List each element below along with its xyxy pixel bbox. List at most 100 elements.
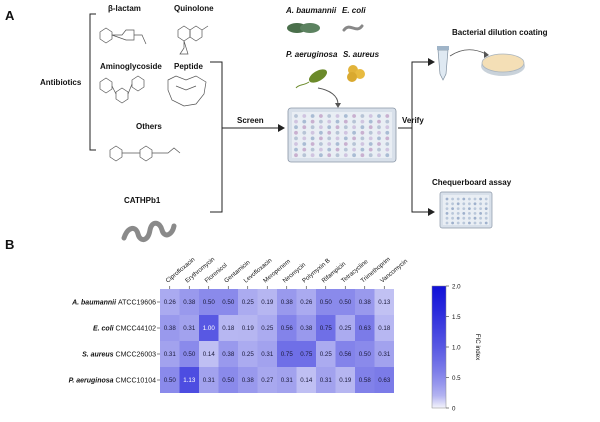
heatmap-cell-value: 0.25 (242, 299, 255, 306)
row-label: A. baumannii ATCC19606 (71, 300, 156, 307)
heatmap-cell-value: 0.38 (242, 377, 255, 384)
plate-well (335, 114, 340, 118)
chequer-well (473, 216, 477, 220)
plate-well (368, 153, 373, 158)
chequer-well (484, 216, 488, 220)
class-quinolone: Quinolone (174, 4, 214, 13)
plate-well (385, 125, 390, 130)
chequer-well (456, 221, 460, 225)
plate-well (385, 114, 390, 118)
chequer-well (451, 221, 454, 225)
chequer-well (473, 212, 477, 215)
screen-label: Screen (237, 116, 264, 125)
plate-well (352, 142, 356, 146)
bacteria-a-baumannii: A. baumannii (286, 6, 337, 15)
heatmap-cell-value: 0.75 (320, 325, 333, 332)
plate-well (319, 119, 323, 124)
chequer-well (462, 216, 466, 220)
heatmap-cell (296, 341, 316, 367)
heatmap-cell (335, 367, 355, 393)
heatmap-cell-value: 0.38 (222, 351, 235, 358)
heatmap-cell-value: 0.38 (359, 299, 372, 306)
verify-label: Verify (402, 116, 424, 125)
heatmap-cell-value: 0.75 (300, 351, 313, 358)
plate-well (302, 142, 307, 146)
heatmap-cell (199, 341, 219, 367)
plate-well (319, 125, 323, 130)
heatmap-cell-value: 0.50 (339, 299, 352, 306)
heatmap-cell-value: 0.25 (242, 351, 255, 358)
plate-well (385, 142, 390, 146)
a-baumannii-icon (287, 23, 320, 33)
plate-well (368, 136, 373, 141)
others-structure-icon (109, 145, 181, 162)
test-tube-icon (437, 46, 449, 81)
chequer-well (456, 202, 460, 206)
plate-well (368, 142, 373, 146)
fic-heatmap: CiprofloxacinErythromycinFlorenicolGenta… (69, 256, 409, 393)
heatmap-cell-value: 0.26 (164, 299, 177, 306)
plate-well (343, 153, 348, 158)
chequer-well (451, 197, 454, 201)
plate-well (368, 125, 373, 130)
heatmap-cell (316, 289, 336, 315)
heatmap-cell (218, 367, 238, 393)
heatmap-cell (257, 367, 277, 393)
plate-well (319, 147, 323, 152)
chequer-well (468, 202, 471, 206)
heatmap-cell (199, 367, 219, 393)
heatmap-cell-value: 0.26 (300, 299, 313, 306)
chequer-well (462, 212, 466, 215)
beta-lactam-structure-icon (99, 27, 147, 45)
plate-well (352, 119, 356, 124)
petri-dish-icon (481, 53, 525, 76)
heatmap-cell (355, 367, 375, 393)
heatmap-cell-value: 0.50 (359, 351, 372, 358)
heatmap-cell (374, 289, 394, 315)
heatmap-cell-value: 0.25 (320, 351, 333, 358)
chequer-well (456, 207, 460, 211)
plate-well (327, 114, 332, 118)
heatmap-cell-value: 0.31 (164, 351, 177, 358)
plate-well (310, 136, 315, 141)
plate-well (294, 153, 298, 158)
chequer-well (473, 221, 477, 225)
panel-a-label: A (5, 8, 15, 23)
heatmap-cell (238, 315, 258, 341)
heatmap-cell (238, 367, 258, 393)
heatmap-cell (160, 367, 180, 393)
colorbar-tick-label: 0.5 (452, 375, 461, 382)
plate-well (360, 153, 365, 158)
heatmap-cell (238, 341, 258, 367)
heatmap-cell-value: 0.50 (183, 351, 196, 358)
plate-well (360, 130, 365, 135)
heatmap-cell (160, 289, 180, 315)
class-peptide: Peptide (174, 62, 203, 71)
chequer-well (484, 212, 488, 215)
heatmap-cell-value: 0.31 (203, 377, 216, 384)
peptide-structure-icon (167, 75, 207, 107)
chequer-well (456, 216, 460, 220)
plate-well (327, 130, 332, 135)
plate-well (327, 136, 332, 141)
plate-well (343, 119, 348, 124)
heatmap-cell (296, 315, 316, 341)
heatmap-cell-value: 0.50 (320, 299, 333, 306)
heatmap-cell (238, 289, 258, 315)
chequer-well (456, 197, 460, 201)
bacterial-dilution-label: Bacterial dilution coating (452, 28, 548, 37)
colorbar-tick-label: 2.0 (452, 284, 461, 291)
plate-well (385, 153, 390, 158)
plate-well (385, 119, 390, 124)
heatmap-cell (218, 289, 238, 315)
plate-well (377, 153, 381, 158)
heatmap-cell-value: 0.38 (281, 299, 294, 306)
heatmap-cell-value: 0.31 (378, 351, 391, 358)
heatmap-cell (257, 341, 277, 367)
antibiotics-label: Antibiotics (40, 78, 82, 87)
plate-well (377, 136, 381, 141)
plate-well (360, 125, 365, 130)
plate-well (352, 147, 356, 152)
chequer-well (462, 202, 466, 206)
chequer-well (468, 207, 471, 211)
